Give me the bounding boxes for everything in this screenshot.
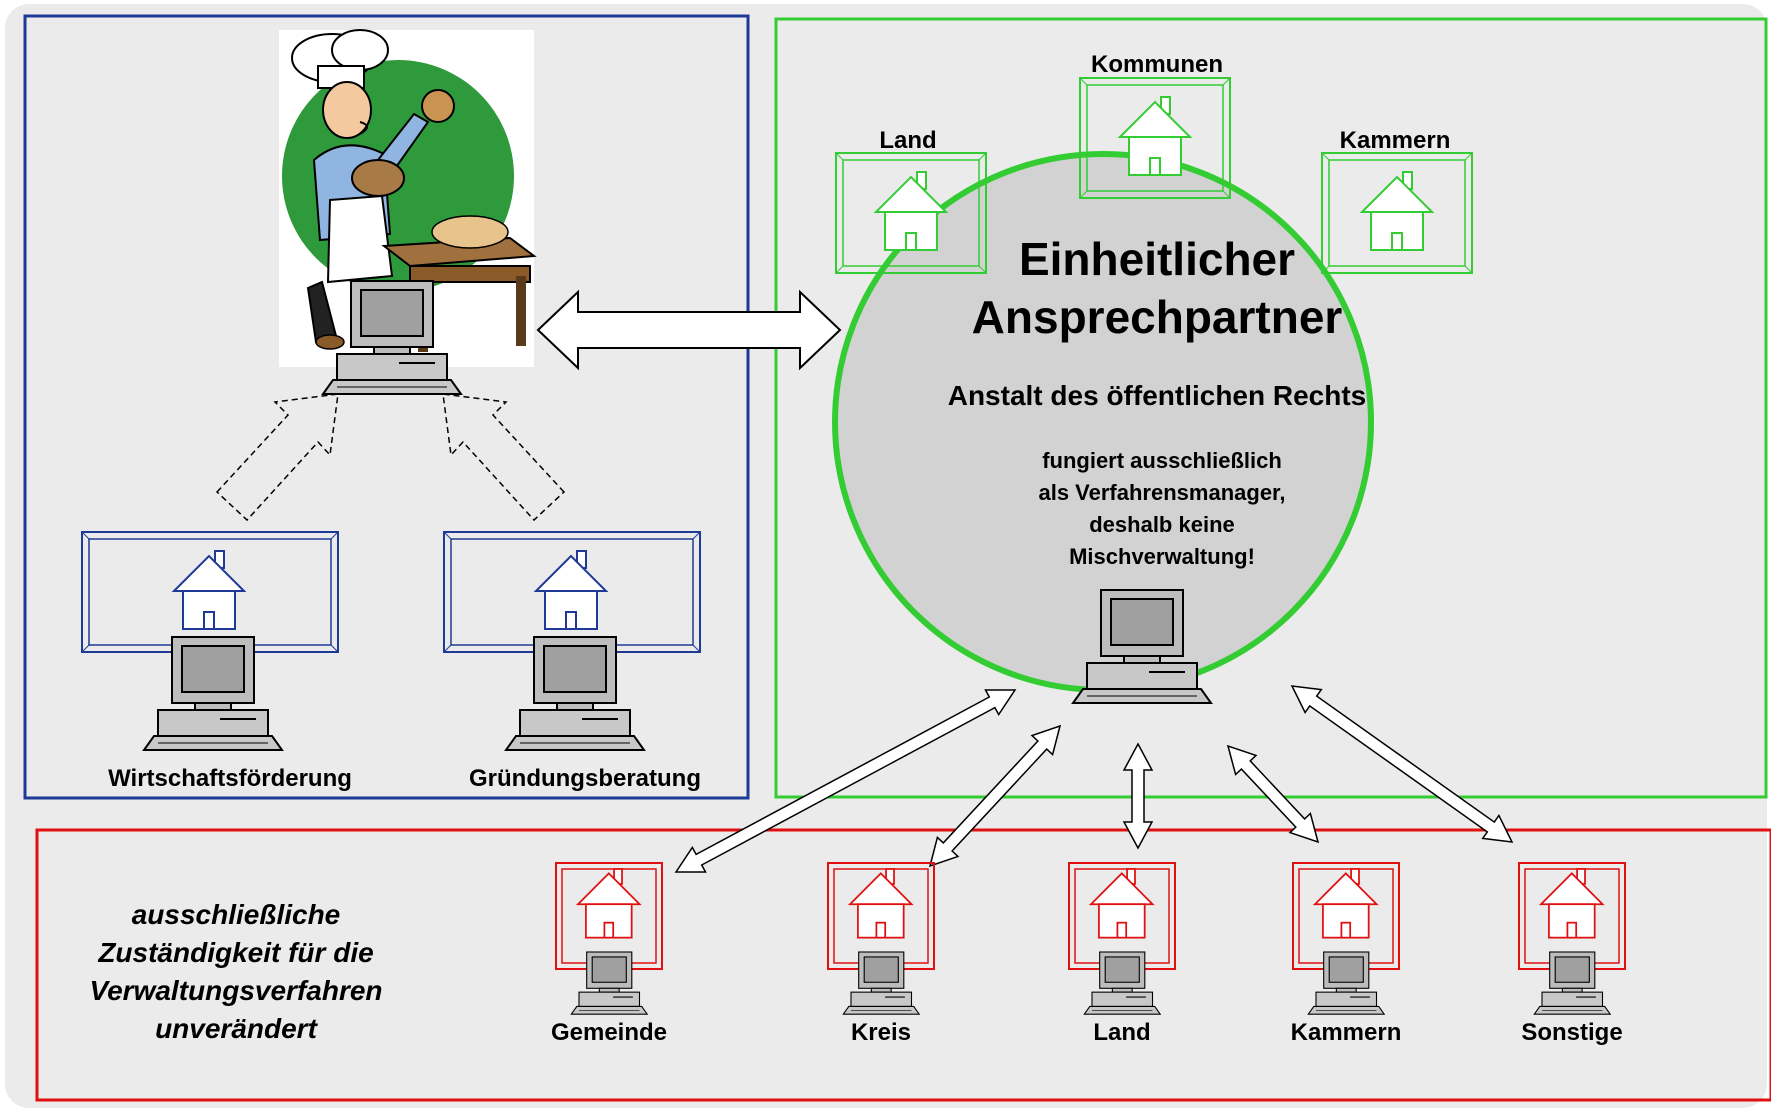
authorities-note-line: unverändert (155, 1013, 318, 1044)
arrow-wirtschaftsfoerderung-to-business (215, 393, 339, 522)
authority-sonstige: Sonstige (1518, 862, 1626, 1046)
center-note-line: als Verfahrensmanager, (1038, 480, 1285, 505)
body-label: Kommunen (1091, 51, 1223, 78)
authority-label: Kammern (1291, 1019, 1402, 1046)
office-wirtschaftsfoerderung: Wirtschaftsförderung (81, 531, 352, 792)
office-gruendungsberatung: Gründungsberatung (443, 531, 701, 792)
authority-label: Sonstige (1521, 1019, 1622, 1046)
authority-land: Land (1068, 862, 1176, 1046)
body-label: Kammern (1340, 127, 1451, 154)
arrow-to-land (1122, 742, 1154, 850)
center-note-line: fungiert ausschließlich (1042, 448, 1282, 473)
center-title-line2: Ansprechpartner (972, 291, 1343, 343)
authorities-row: Gemeinde Kreis Land Kammern Sonstige (551, 862, 1626, 1046)
center-subtitle: Anstalt des öffentlichen Rechts (948, 380, 1367, 411)
office-label: Wirtschaftsförderung (108, 765, 352, 792)
authority-kammern: Kammern (1291, 862, 1402, 1046)
business-side-panel (23, 14, 750, 800)
arrow-business-to-ansprechpartner (536, 289, 842, 371)
arrow-to-kreis (928, 724, 1062, 868)
authority-label: Gemeinde (551, 1019, 667, 1046)
arrow-to-gemeinde (674, 689, 1017, 873)
authority-kreis: Kreis (827, 862, 935, 1046)
authorities-note: ausschließliche Zuständigkeit für die Ve… (89, 899, 382, 1044)
arrow-to-sonstige (1290, 685, 1514, 843)
center-note-line: Mischverwaltung! (1069, 544, 1255, 569)
authority-gemeinde: Gemeinde (551, 862, 667, 1046)
center-note-line: deshalb keine (1089, 512, 1235, 537)
office-label: Gründungsberatung (469, 765, 701, 792)
authorities-note-line: ausschließliche (132, 899, 341, 930)
body-kammern: Kammern (1321, 127, 1473, 274)
arrow-gruendungsberatung-to-business (442, 393, 566, 522)
authorities-note-line: Zuständigkeit für die (97, 937, 373, 968)
authority-label: Land (1093, 1019, 1150, 1046)
authority-connection-arrows (674, 685, 1514, 873)
center-title-line1: Einheitlicher (1019, 233, 1295, 285)
authorities-panel (35, 828, 1771, 1102)
body-label: Land (879, 127, 936, 154)
authority-label: Kreis (851, 1019, 911, 1046)
authorities-note-line: Verwaltungsverfahren (89, 975, 382, 1006)
arrow-to-kammern (1226, 744, 1320, 844)
body-kommunen: Kommunen (1079, 51, 1231, 199)
body-land: Land (835, 127, 987, 274)
